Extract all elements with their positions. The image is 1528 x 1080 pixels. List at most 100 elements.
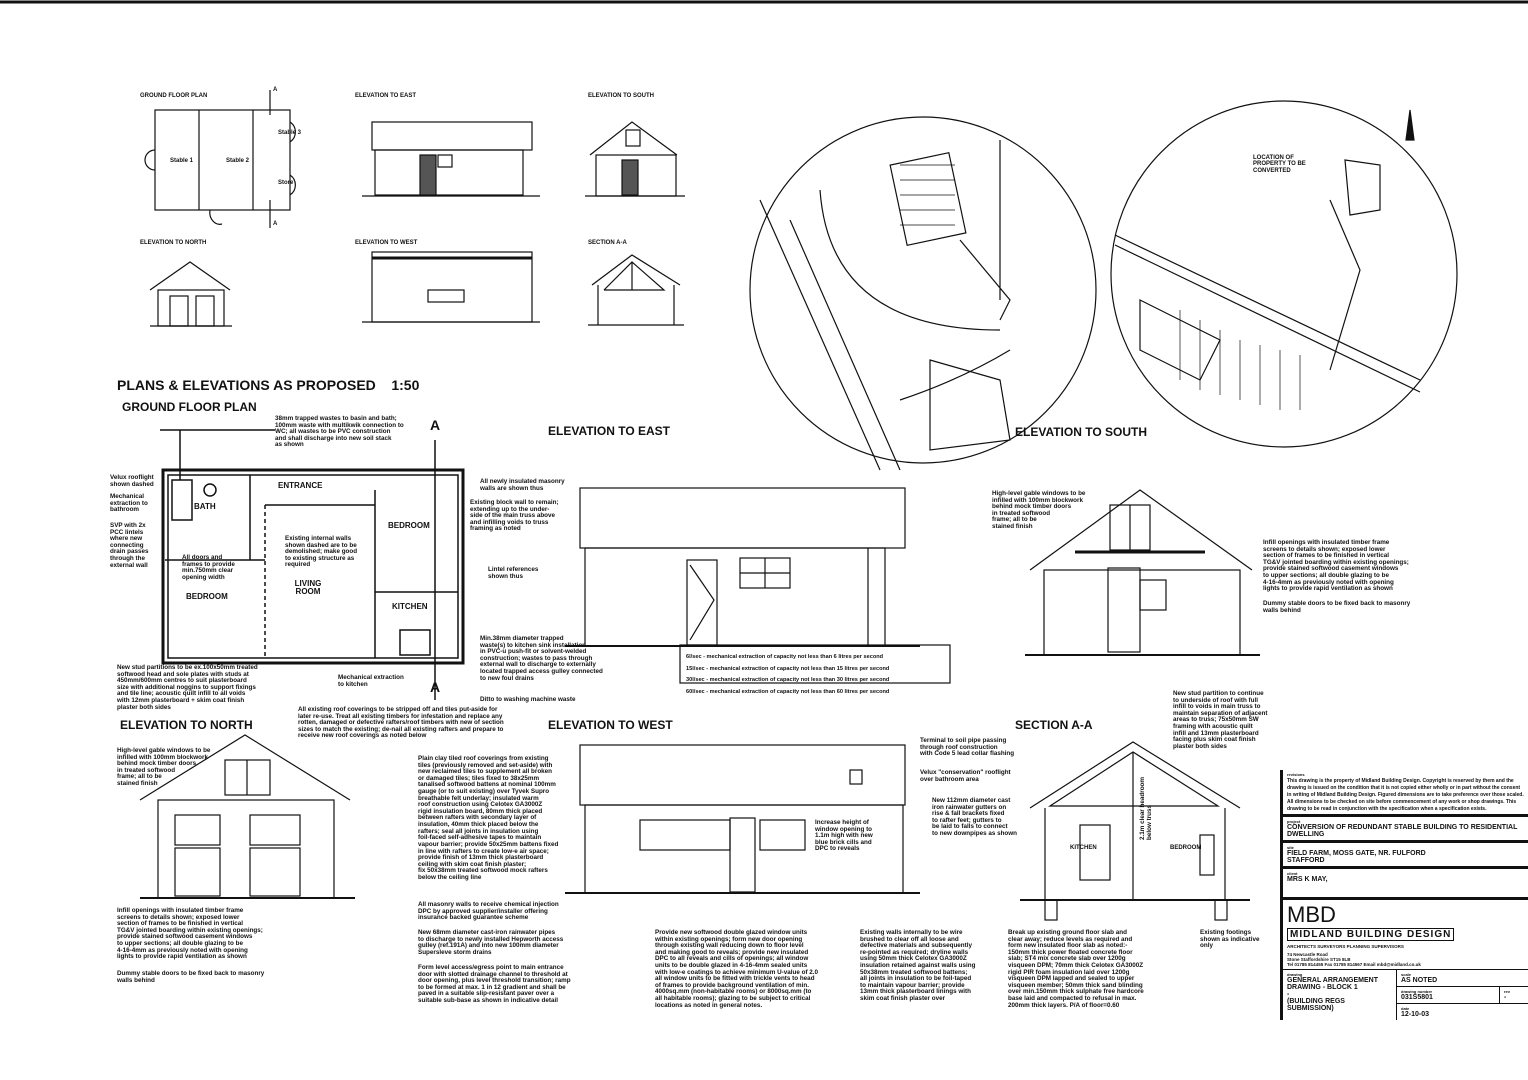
thumb-elevation-east	[362, 121, 540, 197]
note-roof-strip: All existing roof coverings to be stripp…	[298, 706, 504, 740]
note-dummy-north: Dummy stable doors to be fixed back to m…	[117, 970, 265, 984]
tb-label: date	[1401, 1006, 1410, 1011]
thumb-elevation-west	[362, 251, 540, 323]
title-elevation-north: ELEVATION TO NORTH	[120, 718, 253, 732]
thumb-section-aa	[588, 254, 684, 326]
note-roof-tiles: Plain clay tiled roof coverings from exi…	[418, 755, 559, 881]
main-elevation-west	[565, 744, 920, 894]
note-mech-bath: Mechanical extraction to bathroom	[110, 493, 148, 514]
thumb-title-elevation-south: ELEVATION TO SOUTH	[588, 93, 655, 99]
title-elevation-east: ELEVATION TO EAST	[548, 424, 671, 438]
note-soil-pipe: Terminal to soil pipe passing through ro…	[920, 737, 1015, 758]
tb-label: client	[1287, 871, 1298, 876]
thumb-title-elevation-west: ELEVATION TO WEST	[355, 240, 418, 246]
tb-rev-text: -	[1504, 994, 1507, 1001]
note-walls-internal: Existing walls internally to be wire bru…	[860, 929, 976, 1003]
room-bedroom: BEDROOM	[186, 592, 228, 601]
note-rainwater: New 68mm diameter cast-iron rainwater pi…	[418, 929, 564, 956]
note-lintel: Lintel references shown thus	[488, 566, 539, 580]
thumb-elevation-south	[585, 121, 685, 197]
tb-label: site	[1287, 845, 1294, 850]
legend-row: 15l/sec - mechanical extraction of capac…	[686, 665, 890, 672]
note-window-height: Increase height of window opening to 1.1…	[815, 819, 873, 853]
tb-label: revisions	[1287, 772, 1305, 777]
note-velux: Velux rooflight shown dashed	[110, 474, 154, 488]
tb-site-text: FIELD FARM, MOSS GATE, NR. FULFORD STAFF…	[1287, 850, 1426, 864]
tb-number-text: 031S5801	[1401, 994, 1433, 1001]
tb-label: rev	[1504, 989, 1511, 994]
section-mark: A	[430, 417, 441, 433]
main-title-text: PLANS & ELEVATIONS AS PROPOSED	[117, 377, 376, 393]
main-section-aa	[1020, 741, 1250, 921]
tb-client-text: MRS K MAY,	[1287, 876, 1328, 883]
tb-label: project	[1287, 819, 1301, 824]
room-bedroom: BEDROOM	[388, 521, 430, 530]
legend-row: 30l/sec - mechanical extraction of capac…	[686, 677, 890, 684]
note-velux-conservation: Velux "conservation" rooflight over bath…	[920, 769, 1011, 783]
thumb-elevation-north	[149, 261, 232, 327]
title-elevation-south: ELEVATION TO SOUTH	[1015, 425, 1148, 439]
note-infill-north: Infill openings with insulated timber fr…	[117, 907, 263, 961]
section-room-bedroom: BEDROOM	[1170, 845, 1202, 851]
room-entrance: ENTRANCE	[278, 481, 323, 490]
company-name: MIDLAND BUILDING DESIGN	[1287, 928, 1455, 941]
note-floor-slab: Break up existing ground floor slab and …	[1008, 929, 1144, 1009]
note-access: Form level access/egress point to main e…	[418, 964, 571, 1005]
tb-scale-text: AS NOTED	[1401, 977, 1438, 984]
main-ground-floor-plan	[160, 429, 465, 700]
main-elevation-south	[1025, 489, 1260, 656]
note-doors: All doors and frames to provide min.750m…	[182, 554, 235, 581]
note-internal-walls: Existing internal walls shown dashed are…	[285, 535, 358, 569]
note-windows: Provide new softwood double glazed windo…	[655, 929, 819, 1009]
note-gable-south: High-level gable windows to be infilled …	[992, 490, 1086, 531]
note-wastes: 38mm trapped wastes to basin and bath; 1…	[275, 415, 404, 449]
site-plan-circle	[749, 116, 1097, 471]
tb-label: drawing number	[1401, 989, 1433, 994]
main-elevation-east	[565, 487, 920, 647]
company-sub: ARCHITECTS SURVEYORS PLANNING SUPERVISOR…	[1287, 944, 1404, 949]
note-dpc: All masonry walls to receive chemical in…	[418, 901, 559, 922]
tb-label: scale	[1401, 972, 1412, 977]
thumb-title-section-aa: SECTION A-A	[588, 240, 627, 246]
note-gable-north: High-level gable windows to be infilled …	[117, 747, 211, 788]
tb-copyright-text: This drawing is the property of Midland …	[1287, 778, 1524, 812]
title-section-aa: SECTION A-A	[1015, 718, 1093, 732]
note-washing: Ditto to washing machine waste	[480, 696, 576, 703]
tb-project-text: CONVERSION OF REDUNDANT STABLE BUILDING …	[1287, 824, 1518, 838]
thumb-room: Stable 1	[170, 158, 194, 164]
note-sink: Min.38mm diameter trapped waste(s) to ki…	[480, 635, 603, 682]
room-living: LIVING ROOM	[294, 579, 322, 597]
ventilation-legend-box	[679, 644, 951, 684]
title-ground-floor-plan: GROUND FLOOR PLAN	[122, 400, 257, 414]
note-clear-headroom: 2.1m clear headroom below truss	[1139, 777, 1153, 840]
legend-row: 60l/sec - mechanical extraction of capac…	[686, 689, 890, 696]
section-mark: A	[430, 679, 441, 695]
thumb-room: Stable 2	[226, 158, 250, 164]
tb-drawing-text: GENERAL ARRANGEMENT DRAWING - BLOCK 1 - …	[1287, 977, 1379, 1012]
note-svp: SVP with 2x PCC lintels where new connec…	[110, 522, 149, 569]
note-mech-kitchen: Mechanical extraction to kitchen	[338, 674, 404, 688]
company-logo: MBD	[1287, 902, 1336, 927]
note-dummy-south: Dummy stable doors to be fixed back to m…	[1263, 600, 1411, 614]
location-plan-circle	[1110, 100, 1458, 448]
tb-date-text: 12-10-03	[1401, 1011, 1430, 1018]
ventilation-legend: 6l/sec - mechanical extraction of capaci…	[686, 649, 889, 702]
room-bath: BATH	[194, 502, 216, 511]
tb-company: MBD MIDLAND BUILDING DESIGN ARCHITECTS S…	[1283, 900, 1528, 970]
thumb-section-mark: A	[273, 87, 278, 93]
title-elevation-west: ELEVATION TO WEST	[548, 718, 673, 732]
section-room-kitchen: KITCHEN	[1070, 845, 1097, 851]
thumb-room: Store	[278, 180, 294, 186]
company-address: 74 Newcastle Road Stone Staffordshire ST…	[1287, 952, 1421, 967]
tb-rev: rev-	[1500, 987, 1528, 1003]
